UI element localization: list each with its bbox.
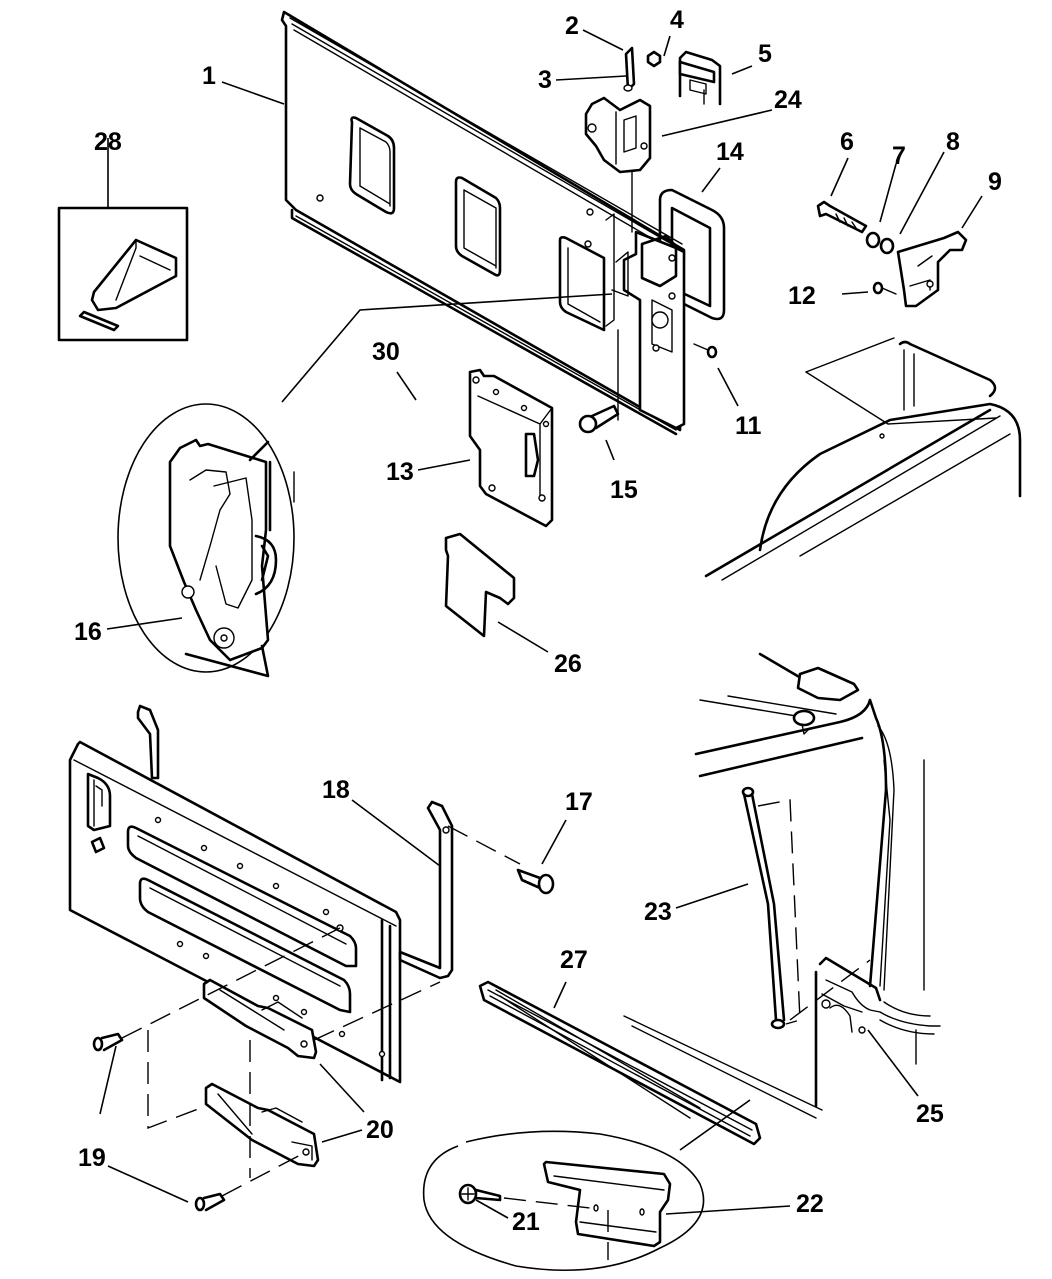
washers bbox=[865, 231, 895, 255]
callout-24: 24 bbox=[774, 86, 802, 114]
callout-28: 28 bbox=[94, 128, 122, 156]
screw bbox=[872, 281, 897, 295]
callout-21: 21 bbox=[512, 1208, 540, 1236]
callout-6: 6 bbox=[840, 128, 854, 156]
callout-11: 11 bbox=[735, 412, 762, 440]
callout-22: 22 bbox=[796, 1190, 824, 1218]
vehicle-body-lower-right bbox=[623, 652, 941, 1119]
callout-1: 1 bbox=[202, 62, 216, 90]
callout-23: 23 bbox=[644, 898, 672, 926]
callout-30: 30 bbox=[372, 338, 400, 366]
vehicle-body-upper-right bbox=[704, 337, 1022, 581]
gas-support-strut bbox=[741, 786, 801, 1030]
callout-labels: 1 2 3 4 5 24 14 6 7 8 9 12 11 15 13 26 3… bbox=[74, 6, 1002, 1236]
assembly-guide-lines bbox=[121, 927, 871, 1197]
tailgate-panel-upper bbox=[280, 10, 686, 436]
callout-3: 3 bbox=[538, 66, 552, 94]
tailgate-panel-lower bbox=[68, 740, 402, 1084]
callout-2: 2 bbox=[565, 12, 579, 40]
bolt bbox=[578, 404, 620, 434]
handle bbox=[678, 50, 722, 106]
callout-8: 8 bbox=[946, 128, 960, 156]
callout-4: 4 bbox=[670, 6, 684, 34]
retainer-detail bbox=[422, 1099, 751, 1272]
callout-19: 19 bbox=[78, 1144, 106, 1172]
callout-7: 7 bbox=[892, 142, 906, 170]
callout-5: 5 bbox=[758, 40, 772, 68]
screw bbox=[693, 343, 718, 359]
callout-18: 18 bbox=[322, 776, 350, 804]
callout-15: 15 bbox=[610, 476, 638, 504]
hinge-upper bbox=[202, 978, 318, 1060]
callout-17: 17 bbox=[565, 788, 593, 816]
latch-mechanism-on-panel bbox=[605, 107, 686, 430]
pin-upper bbox=[92, 1032, 124, 1052]
seal bbox=[478, 980, 762, 1146]
leader-lines bbox=[99, 29, 983, 1219]
callout-14: 14 bbox=[716, 138, 744, 166]
shield bbox=[444, 532, 516, 638]
callout-9: 9 bbox=[988, 168, 1002, 196]
callout-26: 26 bbox=[554, 650, 582, 678]
clip bbox=[646, 50, 662, 68]
tailgate-bar bbox=[136, 704, 454, 980]
latch-assembly-detail bbox=[117, 403, 295, 678]
callout-13: 13 bbox=[386, 458, 414, 486]
latch bbox=[584, 96, 652, 174]
hinge-lower bbox=[204, 1082, 320, 1168]
rod bbox=[623, 46, 636, 92]
latch-cover bbox=[468, 368, 554, 528]
callout-25: 25 bbox=[916, 1100, 944, 1128]
callout-12: 12 bbox=[788, 282, 816, 310]
callout-27: 27 bbox=[560, 946, 588, 974]
callout-16: 16 bbox=[74, 618, 102, 646]
bolt bbox=[816, 200, 868, 234]
bracket-kit-box bbox=[57, 206, 189, 342]
screw bbox=[447, 825, 555, 895]
hinge-bracket bbox=[896, 230, 968, 308]
pin-lower bbox=[194, 1192, 226, 1212]
callout-20: 20 bbox=[366, 1116, 394, 1144]
